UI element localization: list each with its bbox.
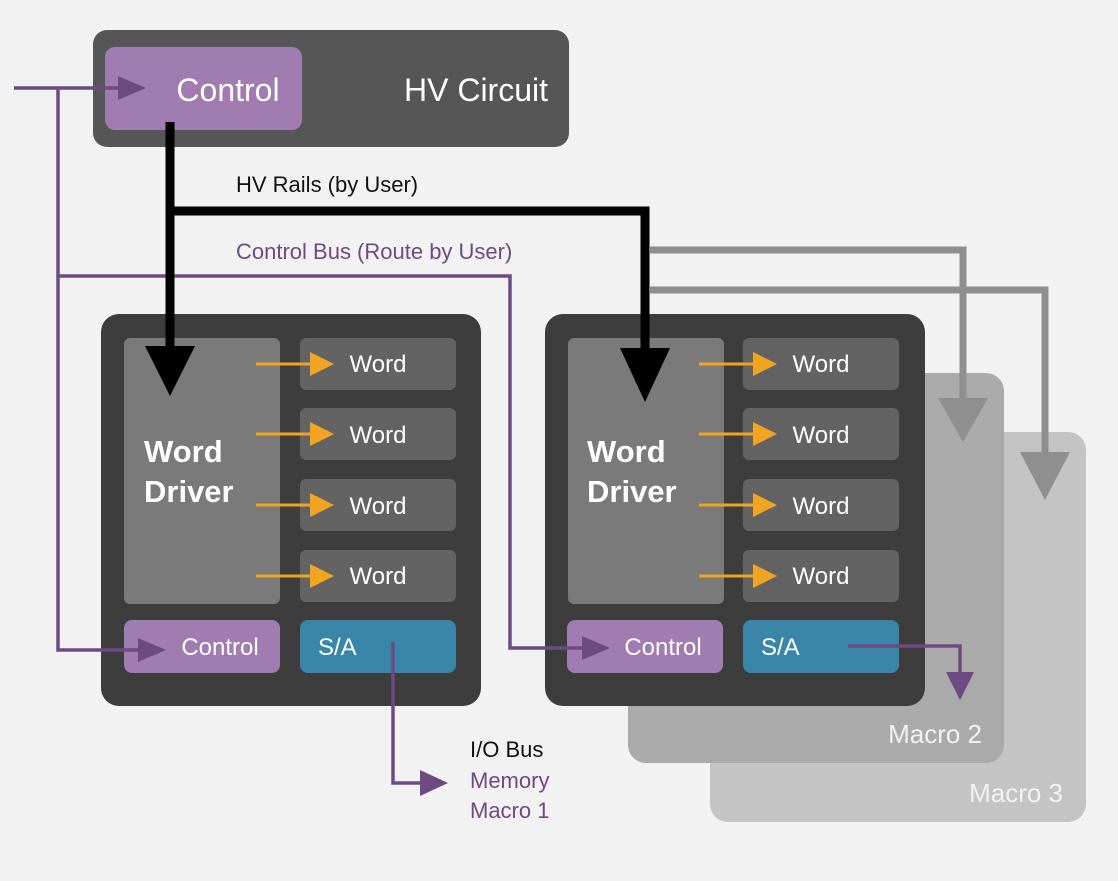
macro-1-word-2: [300, 479, 456, 531]
front-sa-output-arrow-icon: [946, 672, 974, 700]
macro-front-word-1-label: Word: [793, 422, 850, 449]
macro-front-control: [567, 620, 723, 673]
hv-rails-label: HV Rails (by User): [236, 172, 418, 197]
macro-front-word-2-label: Word: [793, 493, 850, 520]
front-sa-output-line: [848, 644, 962, 676]
macro-3-label: Macro 3: [969, 778, 1063, 808]
macro-front-word-line-arrows: [699, 362, 755, 578]
macro-1-control-label: Control: [181, 634, 258, 661]
macro-front-word-driver-line1: Word: [587, 434, 666, 469]
control-bus-lines: [14, 86, 962, 785]
memory-macro-1-label-line1: Memory: [470, 768, 549, 793]
macro-1-control: [124, 620, 280, 673]
macro-1-word-0-label: Word: [350, 351, 407, 378]
macro-1-word-driver: [124, 338, 280, 604]
rail-to-macro-2: [650, 246, 967, 408]
macro-1-word-3: [300, 550, 456, 602]
macro-1-word-1: [300, 408, 456, 460]
hv-rails: [165, 122, 650, 352]
macro-front-word-2: [743, 479, 899, 531]
macro-1-word-2-label: Word: [350, 493, 407, 520]
memory-macro-1-label-line2: Macro 1: [470, 798, 549, 823]
macro-1-word-driver-line1: Word: [144, 434, 223, 469]
io-bus-line: [391, 642, 428, 785]
macro-front-word-3: [743, 550, 899, 602]
control-bus-label: Control Bus (Route by User): [236, 239, 512, 264]
macro-front-word-driver-line2: Driver: [587, 474, 677, 509]
io-bus-arrow-icon: [420, 770, 448, 796]
hv-rail-to-front-macro: [170, 206, 650, 352]
rail-arrow-macro-3-icon: [1020, 452, 1070, 500]
macro-front-sense-amp-label: S/A: [761, 634, 800, 661]
macro-front-word-0: [743, 338, 899, 390]
macro-1-orange-arrowheads-icon: [310, 352, 334, 588]
rail-arrow-macro-2-icon: [938, 398, 988, 442]
macro-front-orange-arrowheads-icon: [753, 352, 777, 588]
macro-1-word-0: [300, 338, 456, 390]
macro-front-word-driver: [568, 338, 724, 604]
hv-control-box: [105, 47, 302, 130]
macro-1-word-line-arrows: [256, 362, 312, 578]
memory-macro-front: Word Driver Word Word Word Word Control …: [545, 314, 925, 706]
macro-front-word-3-label: Word: [793, 563, 850, 590]
purple-arrowheads-icon: [118, 76, 974, 796]
hv-circuit-title: HV Circuit: [404, 72, 548, 108]
macro-1-word-driver-line2: Driver: [144, 474, 234, 509]
macro-front-word-0-label: Word: [793, 351, 850, 378]
hv-rail-arrow-macro-1-icon: [145, 346, 195, 396]
macro-1-control-arrow-icon: [138, 638, 166, 662]
hv-control-label: Control: [176, 72, 279, 108]
macro-1-word-3-label: Word: [350, 563, 407, 590]
macro-front-sense-amp: [743, 620, 899, 673]
macro-2-label: Macro 2: [888, 719, 982, 749]
front-control-arrow-icon: [582, 636, 610, 660]
control-input-arrow-icon: [118, 76, 146, 100]
io-bus-label: I/O Bus: [470, 737, 543, 762]
memory-macro-1: Word Driver Word Word Word Word Control …: [101, 314, 481, 706]
macro-front-control-label: Control: [624, 634, 701, 661]
rail-to-macro-3: [650, 286, 1049, 462]
macro-1-word-1-label: Word: [350, 422, 407, 449]
control-bus-to-front-macro: [58, 274, 586, 650]
hv-circuit: HV Circuit Control: [93, 30, 569, 147]
gray-hv-rails: [650, 246, 1049, 462]
hv-rail-arrow-front-icon: [620, 348, 670, 402]
macro-front-word-1: [743, 408, 899, 460]
macro-1-sense-amp: [300, 620, 456, 673]
macro-1-sense-amp-label: S/A: [318, 634, 357, 661]
